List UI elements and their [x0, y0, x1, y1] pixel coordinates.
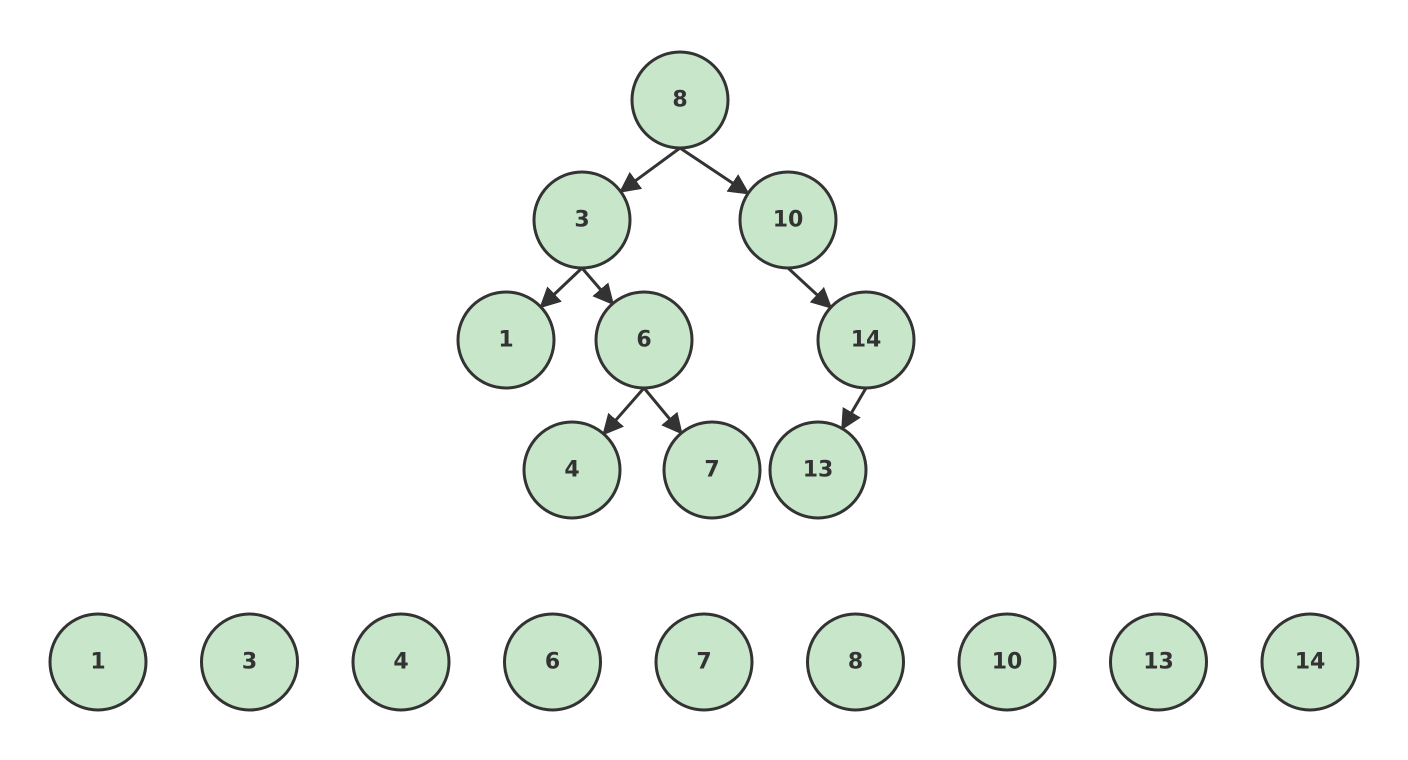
- sequence-node-label: 10: [992, 650, 1023, 675]
- sequence-node-circle: [48, 612, 148, 712]
- tree-node-circle: [532, 170, 632, 270]
- tree-node-14: 14: [816, 290, 916, 390]
- edge-n10-n14: [786, 266, 833, 309]
- tree-node-4: 4: [522, 420, 622, 520]
- sequence-node-label: 7: [696, 650, 711, 675]
- tree-node-label: 14: [851, 328, 882, 353]
- sequence-node-circle: [1260, 612, 1360, 712]
- sequence-node-label: 3: [242, 650, 257, 675]
- tree-node-label: 6: [636, 328, 651, 353]
- tree-node-7: 7: [662, 420, 762, 520]
- tree-node-circle: [522, 420, 622, 520]
- tree-node-label: 4: [564, 458, 579, 483]
- tree-node-label: 10: [773, 208, 804, 233]
- tree-node-circle: [594, 290, 694, 390]
- tree-node-label: 7: [704, 458, 719, 483]
- tree-edges: [539, 146, 868, 436]
- tree-node-circle: [456, 290, 556, 390]
- tree-node-label: 13: [803, 458, 834, 483]
- edge-n14-n13: [840, 387, 868, 431]
- sequence-node-circle: [654, 612, 754, 712]
- tree-node-label: 8: [672, 88, 687, 113]
- tree-node-label: 3: [574, 208, 589, 233]
- tree-node-label: 1: [498, 328, 513, 353]
- tree-node-circle: [768, 420, 868, 520]
- edge-n3-n6: [580, 267, 615, 306]
- sequence-node-label: 14: [1295, 650, 1326, 675]
- sequence-node-4: 4: [351, 612, 451, 712]
- sequence-node-8: 8: [806, 612, 905, 712]
- tree-node-13: 13: [768, 420, 868, 520]
- sequence-node-label: 4: [393, 650, 408, 675]
- edge-n8-n3: [618, 146, 681, 193]
- tree-node-6: 6: [594, 290, 694, 390]
- tree-node-circle: [630, 50, 730, 150]
- sequence-node-10: 10: [957, 612, 1057, 712]
- sequence-node-label: 8: [848, 650, 863, 675]
- sequence-node-label: 6: [545, 650, 560, 675]
- sequence-node-circle: [351, 612, 451, 712]
- tree-node-circle: [816, 290, 916, 390]
- sequence-node-7: 7: [654, 612, 754, 712]
- edge-n6-n4: [602, 387, 646, 436]
- edge-n6-n7: [642, 387, 683, 435]
- sequence-node-circle: [957, 612, 1057, 712]
- tree-node-circle: [738, 170, 838, 270]
- sequence-node-13: 13: [1109, 612, 1208, 712]
- edge-n3-n1: [539, 266, 584, 309]
- sequence-node-6: 6: [503, 612, 602, 712]
- tree-node-8: 8: [630, 50, 730, 150]
- sequence-node-circle: [1109, 612, 1208, 712]
- sequence-node-circle: [503, 612, 602, 712]
- sequence-node-circle: [200, 612, 299, 712]
- tree-node-10: 10: [738, 170, 838, 270]
- tree-node-circle: [662, 420, 762, 520]
- tree-node-1: 1: [456, 290, 556, 390]
- tree-node-3: 3: [532, 170, 632, 270]
- sequence-node-3: 3: [200, 612, 299, 712]
- sequence-node-14: 14: [1260, 612, 1360, 712]
- sequence-node-label: 13: [1143, 650, 1174, 675]
- edge-n8-n10: [679, 146, 750, 195]
- sequence-node-1: 1: [48, 612, 148, 712]
- tree-nodes: 8 3 10 1 6 14 4 7 13: [456, 50, 916, 520]
- sequence-node-label: 1: [90, 650, 105, 675]
- sequence-node-circle: [806, 612, 905, 712]
